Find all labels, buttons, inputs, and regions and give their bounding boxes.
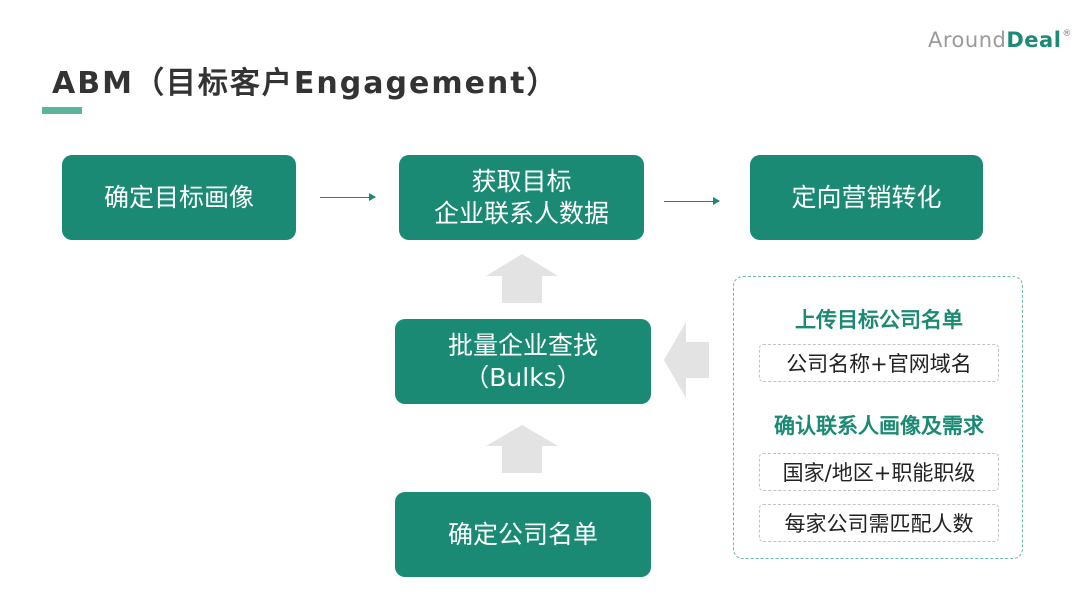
arrow-right-icon (320, 193, 376, 201)
company-list-box: 确定公司名单 (395, 492, 651, 577)
target-profile-box: 确定目标画像 (62, 155, 296, 240)
arrow-left-icon (664, 322, 709, 398)
registered-mark: ® (1062, 29, 1072, 39)
arrow-up-icon (486, 425, 558, 473)
logo-deal: Deal (1006, 28, 1062, 52)
contacts-per-company-item: 每家公司需匹配人数 (759, 504, 999, 542)
contact-profile-heading: 确认联系人画像及需求 (774, 414, 984, 438)
arrow-up-icon (486, 254, 558, 303)
upload-list-heading: 上传目标公司名单 (795, 308, 963, 332)
bulk-search-line2: （Bulks） (464, 362, 582, 392)
bulk-search-line1: 批量企业查找 (447, 331, 598, 361)
requirements-panel: 上传目标公司名单 公司名称+官网域名 确认联系人画像及需求 国家/地区+职能职级… (733, 276, 1023, 559)
arrow-right-icon (664, 197, 720, 205)
targeted-marketing-box: 定向营销转化 (750, 155, 983, 240)
get-contact-data-line2: 企业联系人数据 (433, 198, 609, 228)
title-accent-bar (42, 107, 82, 114)
company-name-domain-item: 公司名称+官网域名 (759, 344, 999, 382)
arounddeal-logo: AroundDeal® (928, 28, 1072, 52)
get-contact-data-line1: 获取目标 (471, 167, 572, 197)
company-list-label: 确定公司名单 (447, 519, 598, 549)
targeted-marketing-label: 定向营销转化 (791, 182, 942, 212)
country-function-level-item: 国家/地区+职能职级 (759, 453, 999, 491)
logo-around: Around (928, 28, 1007, 52)
slide-title: ABM（目标客户Engagement） (52, 66, 559, 101)
target-profile-label: 确定目标画像 (103, 182, 254, 212)
bulk-search-box: 批量企业查找 （Bulks） (395, 319, 651, 404)
get-contact-data-box: 获取目标 企业联系人数据 (399, 155, 644, 240)
